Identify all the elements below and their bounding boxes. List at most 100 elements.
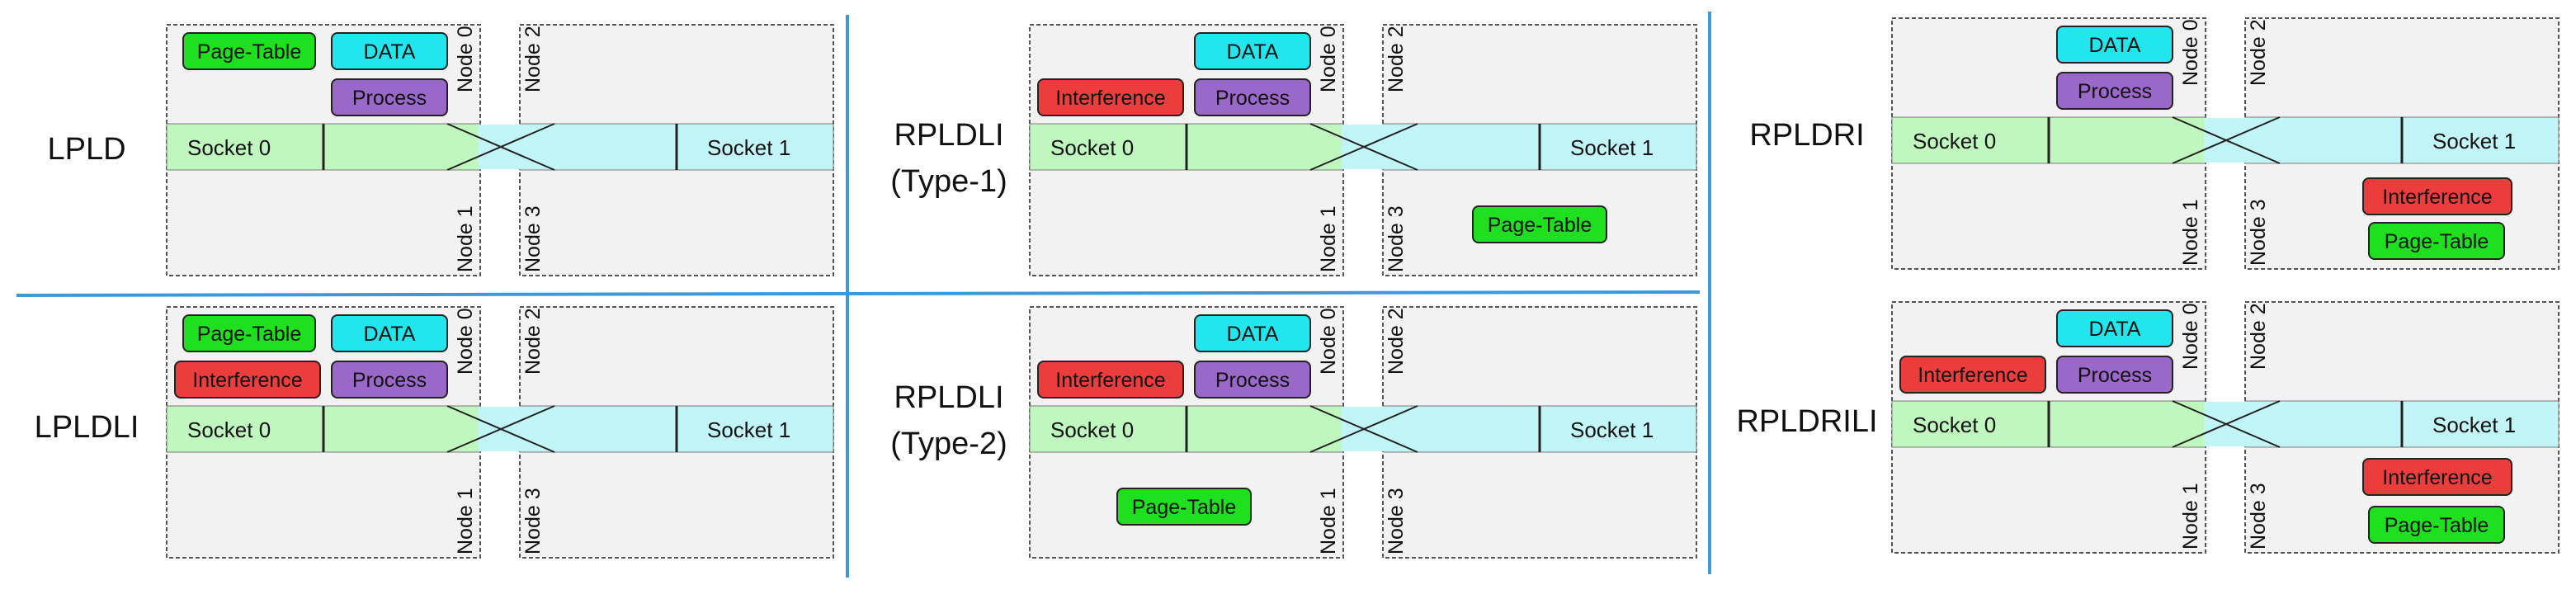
page-table-label: Page-Table — [1488, 214, 1592, 237]
socket1-label: Socket 1 — [707, 417, 790, 442]
node2-label: Node 2 — [2247, 303, 2270, 370]
interference-box: Interference — [1899, 356, 2046, 394]
interference-box: Interference — [1037, 361, 1184, 399]
panel-title-line: LPLDLI — [35, 410, 139, 445]
panel-title: RPLDLI(Type-1) — [890, 118, 1007, 199]
data-box: DATA — [1194, 32, 1311, 70]
panel-title-line: RPLDLI — [894, 118, 1003, 153]
process-label: Process — [2078, 80, 2152, 103]
node3-label: Node 3 — [2247, 483, 2270, 549]
socket1-label: Socket 1 — [2432, 413, 2516, 437]
page-table-box: Page-Table — [2368, 222, 2505, 260]
process-label: Process — [2078, 364, 2152, 387]
panel-title-line: RPLDRI — [1749, 118, 1864, 153]
interference-label: Interference — [1918, 364, 2027, 387]
interference-box-shape — [2362, 177, 2512, 215]
node2-label: Node 2 — [2247, 19, 2270, 86]
node0-label: Node 0 — [454, 26, 477, 92]
interference-box: Interference — [1037, 78, 1184, 116]
data-label: DATA — [364, 323, 416, 346]
process-box: Process — [2056, 72, 2173, 110]
process-box: Process — [331, 361, 448, 399]
data-box-shape — [331, 32, 448, 70]
data-box: DATA — [2056, 309, 2173, 347]
page-table-box-shape — [2368, 222, 2505, 260]
node0-label: Node 0 — [1317, 26, 1340, 92]
page-table-label: Page-Table — [1132, 496, 1236, 519]
data-label: DATA — [1227, 40, 1279, 64]
node1-label: Node 1 — [1317, 205, 1340, 272]
node2-label: Node 2 — [521, 26, 545, 92]
page-table-box-shape — [182, 32, 316, 70]
data-box: DATA — [331, 32, 448, 70]
node3-label: Node 3 — [2247, 199, 2270, 266]
interconnect-line-b — [2172, 400, 2281, 448]
interference-label: Interference — [1055, 369, 1165, 392]
interference-box-shape — [1037, 361, 1184, 399]
socket-bar: Socket 0 Socket 1 — [1029, 123, 1697, 171]
page-table-box-shape — [1472, 205, 1607, 243]
interference-label: Interference — [1055, 87, 1165, 110]
interference-box: Interference — [174, 361, 321, 399]
node2-label: Node 2 — [1385, 26, 1408, 92]
panel-title-line: RPLDRILI — [1736, 404, 1877, 439]
process-box-shape — [331, 361, 448, 399]
data-box-shape — [2056, 26, 2173, 64]
node3-label: Node 3 — [521, 488, 545, 554]
process-box-shape — [1194, 78, 1311, 116]
process-label: Process — [352, 369, 427, 392]
socket0-label: Socket 0 — [187, 135, 271, 160]
interconnect-line-b — [446, 405, 555, 453]
node2-label: Node 2 — [1385, 308, 1408, 375]
node1-label: Node 1 — [2179, 483, 2202, 549]
process-box-shape — [2056, 356, 2173, 394]
node0-label: Node 0 — [454, 308, 477, 375]
page-table-box: Page-Table — [182, 32, 316, 70]
process-box: Process — [1194, 78, 1311, 116]
page-table-box: Page-Table — [1116, 488, 1252, 526]
interference-box-shape — [174, 361, 321, 399]
socket1-label: Socket 1 — [1570, 135, 1654, 160]
page-table-box: Page-Table — [182, 314, 316, 352]
data-box: DATA — [331, 314, 448, 352]
panel-title: RPLDLI(Type-2) — [890, 380, 1007, 461]
interference-label: Interference — [2382, 466, 2492, 489]
socket0-label: Socket 0 — [1050, 135, 1134, 160]
process-label: Process — [1215, 369, 1290, 392]
data-box-shape — [2056, 309, 2173, 347]
process-label: Process — [352, 87, 427, 110]
socket0-label: Socket 0 — [187, 417, 271, 442]
socket1-label: Socket 1 — [2432, 129, 2516, 153]
node0-label: Node 0 — [2179, 19, 2202, 86]
socket1-label: Socket 1 — [707, 135, 790, 160]
page-table-box: Page-Table — [2368, 506, 2505, 544]
interference-box-shape — [1899, 356, 2046, 394]
data-label: DATA — [2089, 318, 2141, 341]
page-table-box-shape — [182, 314, 316, 352]
node0-label: Node 0 — [1317, 308, 1340, 375]
interference-label: Interference — [192, 369, 302, 392]
node1-label: Node 1 — [2179, 199, 2202, 266]
interference-box-shape — [1037, 78, 1184, 116]
page-table-box: Page-Table — [1472, 205, 1607, 243]
panel-subtitle-line: (Type-2) — [890, 427, 1007, 461]
page-table-label: Page-Table — [2385, 230, 2489, 253]
process-box-shape — [331, 78, 448, 116]
socket0-label: Socket 0 — [1050, 417, 1134, 442]
process-box-shape — [2056, 72, 2173, 110]
interference-box-shape — [2362, 458, 2512, 496]
interference-label: Interference — [2382, 186, 2492, 209]
data-box: DATA — [1194, 314, 1311, 352]
data-box-shape — [1194, 314, 1311, 352]
process-box: Process — [331, 78, 448, 116]
socket0-label: Socket 0 — [1913, 413, 1996, 437]
data-box: DATA — [2056, 26, 2173, 64]
data-box-shape — [1194, 32, 1311, 70]
interference-box: Interference — [2362, 177, 2512, 215]
panel-title-line: LPLD — [47, 132, 125, 167]
